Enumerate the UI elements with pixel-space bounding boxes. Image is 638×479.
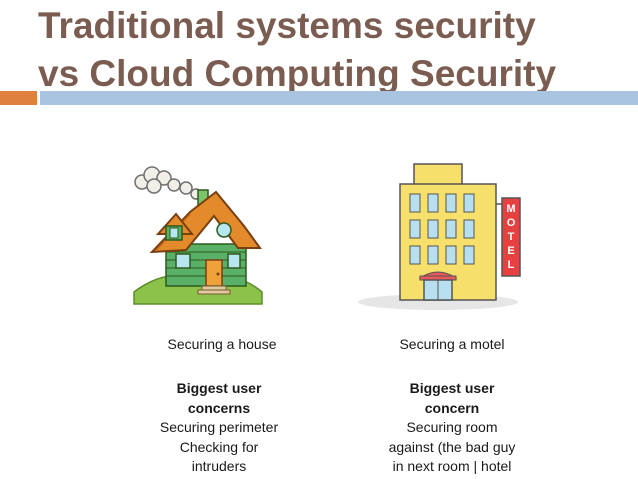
motel-illustration: M O T E L xyxy=(358,158,530,312)
motel-line: Securing room xyxy=(406,419,498,435)
accent-bar-orange xyxy=(0,91,37,105)
sign-letter: L xyxy=(507,259,515,271)
house-illustration xyxy=(132,164,264,306)
house-line: intruders xyxy=(191,458,247,474)
house-line: Checking for xyxy=(179,438,259,455)
sign-letter: T xyxy=(507,231,515,243)
house-heading-line-1: Biggest user xyxy=(176,380,262,396)
motel-sign-letters: M O T E L xyxy=(502,202,520,272)
slide-title: Traditional systems security vs Cloud Co… xyxy=(38,2,556,98)
sign-letter: M xyxy=(506,203,516,215)
house-line: Securing perimeter xyxy=(159,419,279,435)
motel-line: against (the bad guy xyxy=(388,438,516,455)
motel-heading-line-2: concern xyxy=(424,399,480,416)
title-line-1: Traditional systems security xyxy=(38,5,536,46)
sign-letter: O xyxy=(506,217,516,229)
motel-caption: Securing a motel xyxy=(399,336,505,352)
house-heading-line-2: concerns xyxy=(187,399,251,416)
motel-concerns: Biggest user concern Securing room again… xyxy=(370,379,534,477)
motel-sign-icon xyxy=(501,197,521,277)
house-concerns: Biggest user concerns Securing perimeter… xyxy=(140,379,298,477)
smoke-cloud-icon xyxy=(134,166,202,200)
house-caption: Securing a house xyxy=(167,336,277,352)
motel-line: in next room | hotel xyxy=(392,458,512,474)
title-line-2: vs Cloud Computing Security xyxy=(38,53,557,94)
motel-heading-line-1: Biggest user xyxy=(409,380,495,396)
accent-bar-blue xyxy=(40,91,638,105)
sign-letter: E xyxy=(507,245,515,257)
